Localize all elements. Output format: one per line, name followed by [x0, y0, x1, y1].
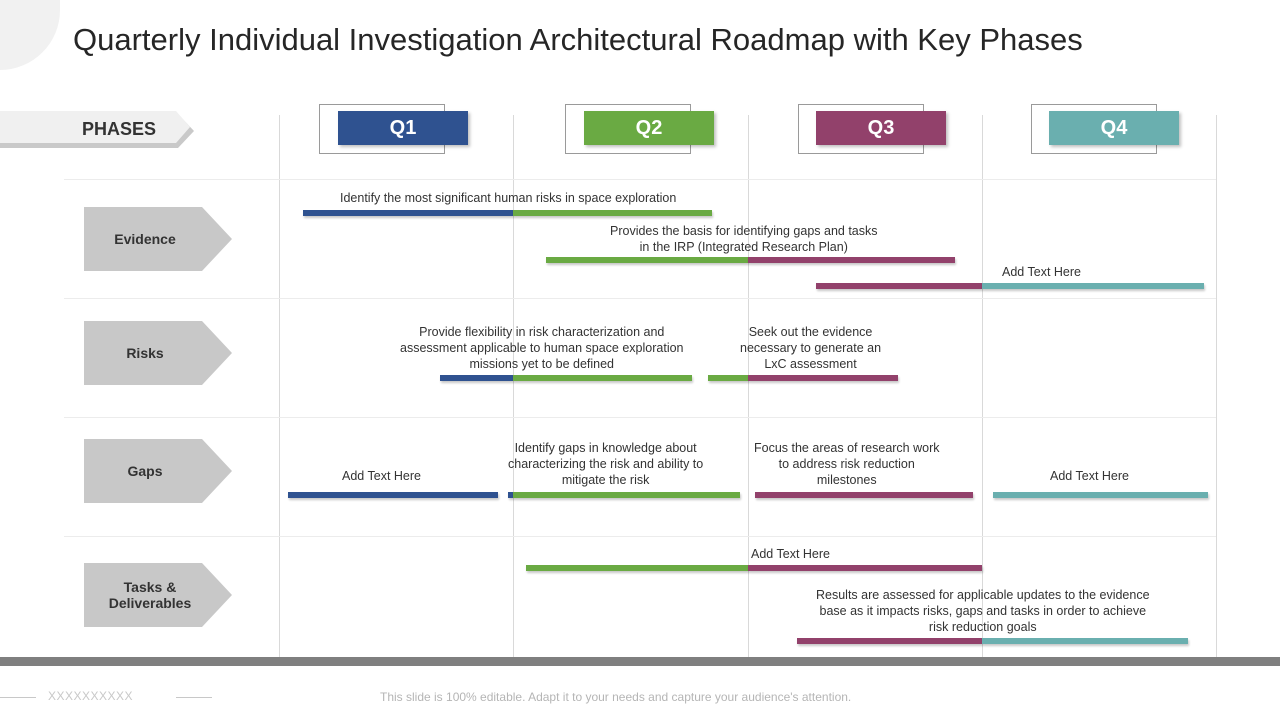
- bar-q2: [513, 492, 740, 498]
- bar-q1: [508, 492, 513, 498]
- gaps-annotation-4: Add Text Here: [1050, 469, 1129, 483]
- bar-q2: [513, 210, 712, 216]
- bar-q1: [288, 492, 498, 498]
- gaps-annotation-1: Add Text Here: [342, 469, 421, 483]
- evidence-annotation-1: Identify the most significant human risk…: [340, 191, 677, 205]
- quarter-q3: Q3: [816, 111, 946, 145]
- row-divider: [64, 298, 1216, 299]
- grid-line-q1: [279, 115, 280, 657]
- row-label-risks: Risks: [84, 321, 232, 385]
- quarter-q2: Q2: [584, 111, 714, 145]
- bar-q2: [546, 257, 748, 263]
- bar-q1: [440, 375, 513, 381]
- bottom-bar: [0, 657, 1280, 666]
- grid-line-q3: [748, 115, 749, 657]
- bar-q2: [526, 565, 748, 571]
- row-label-text: Risks: [126, 345, 164, 361]
- row-label-text: Gaps: [127, 463, 163, 479]
- footer-rule: [176, 697, 212, 698]
- row-divider: [64, 179, 1216, 180]
- row-divider: [64, 417, 1216, 418]
- slide-title: Quarterly Individual Investigation Archi…: [73, 22, 1083, 57]
- footer-note: This slide is 100% editable. Adapt it to…: [380, 690, 852, 704]
- bar-q2: [513, 375, 692, 381]
- bar-q3: [797, 638, 982, 644]
- phases-label: PHASES: [82, 119, 157, 139]
- row-divider: [64, 536, 1216, 537]
- row-label-gaps: Gaps: [84, 439, 232, 503]
- tasks-annotation-1: Add Text Here: [751, 547, 830, 561]
- footer-code: XXXXXXXXXX: [48, 689, 134, 703]
- bar-q4: [993, 492, 1208, 498]
- row-label-text: Evidence: [114, 231, 176, 247]
- gaps-annotation-3: Focus the areas of research work to addr…: [754, 441, 940, 487]
- row-label-evidence: Evidence: [84, 207, 232, 271]
- bar-q3: [748, 257, 955, 263]
- bar-q3: [748, 565, 982, 571]
- bar-q3: [755, 492, 973, 498]
- quarter-q4: Q4: [1049, 111, 1179, 145]
- grid-line-q4: [982, 115, 983, 657]
- grid-line-q2: [513, 115, 514, 657]
- bar-q4: [982, 283, 1204, 289]
- risks-annotation-2: Seek out the evidence necessary to gener…: [740, 325, 882, 371]
- corner-decoration: [0, 0, 60, 70]
- row-label-tasks-deliverables: Tasks & Deliverables: [84, 563, 232, 627]
- footer-rule: [0, 697, 36, 698]
- risks-annotation-1: Provide flexibility in risk characteriza…: [400, 325, 684, 371]
- bar-q4: [982, 638, 1188, 644]
- bar-q2: [708, 375, 748, 381]
- row-label-text: Tasks & Deliverables: [108, 579, 192, 611]
- grid-line-end: [1216, 115, 1217, 657]
- bar-q1: [303, 210, 513, 216]
- quarter-q1: Q1: [338, 111, 468, 145]
- evidence-annotation-3: Add Text Here: [1002, 265, 1081, 279]
- tasks-annotation-2: Results are assessed for applicable upda…: [816, 588, 1150, 634]
- phases-header-tab: [0, 111, 194, 148]
- bar-q3: [816, 283, 982, 289]
- bar-q3: [748, 375, 898, 381]
- gaps-annotation-2: Identify gaps in knowledge about charact…: [508, 441, 704, 487]
- evidence-annotation-2: Provides the basis for identifying gaps …: [610, 224, 878, 254]
